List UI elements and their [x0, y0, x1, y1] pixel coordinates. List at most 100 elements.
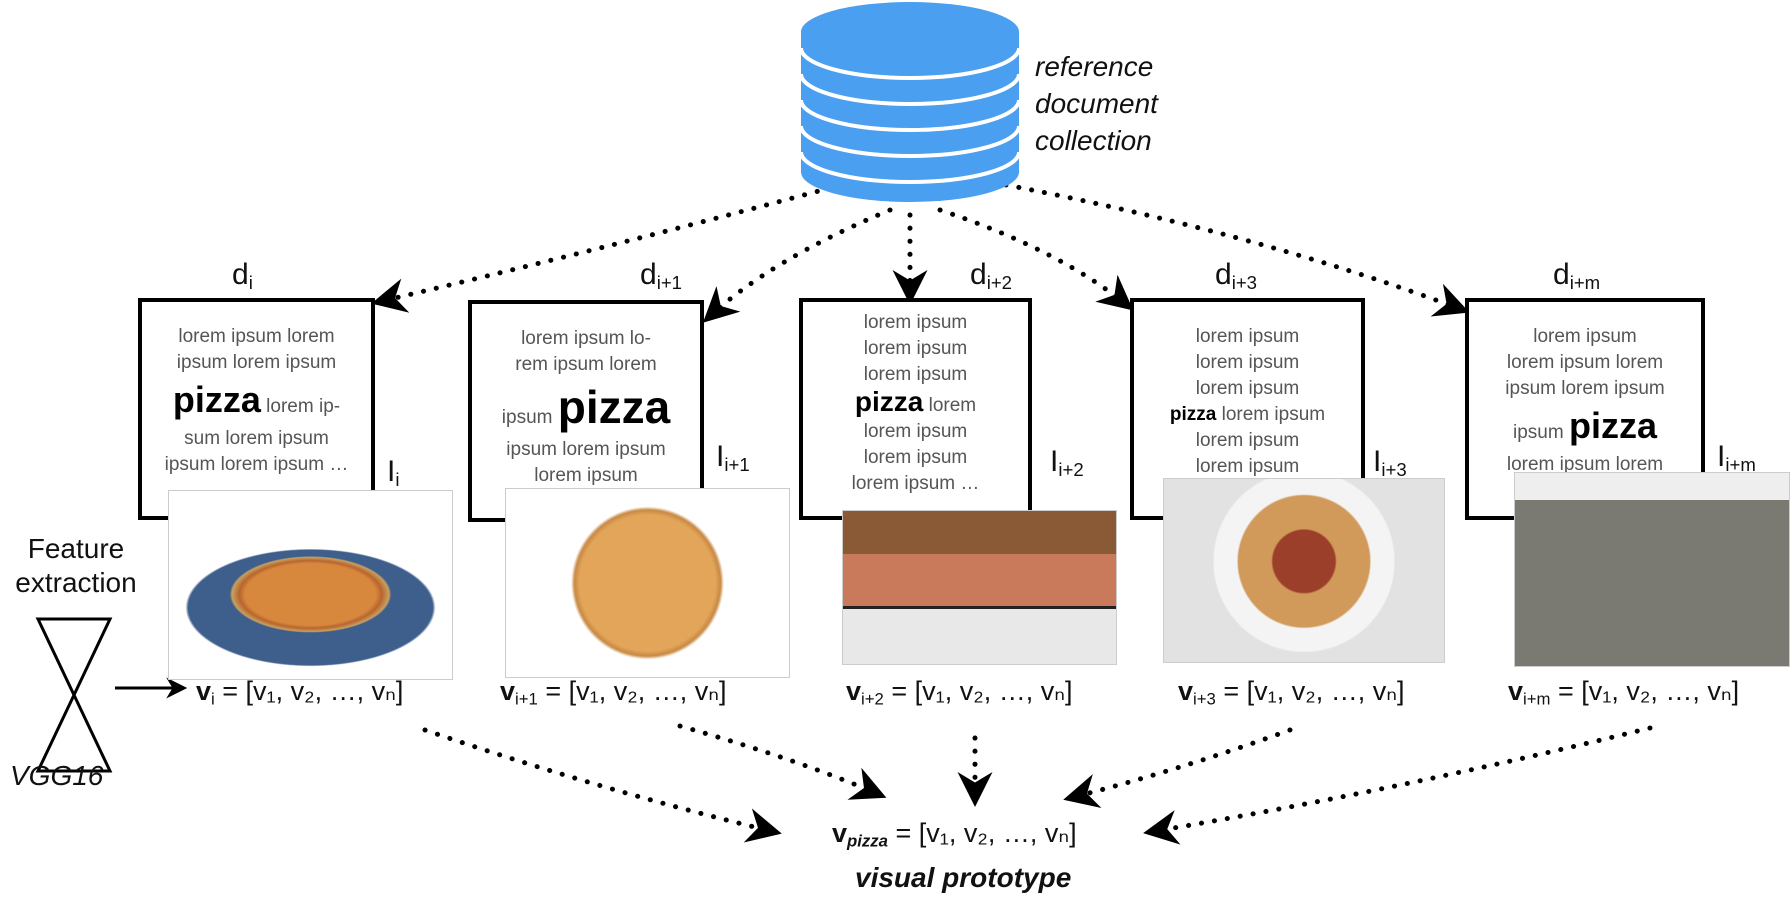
document-text-line: lorem ipsum [1134, 428, 1361, 454]
feature-vector-name: v [500, 676, 516, 706]
prototype-vector-name: v [832, 818, 848, 848]
lorem-text: lorem ipsum [534, 465, 638, 486]
keyword-pizza: pizza [854, 386, 924, 417]
lorem-text: lorem ipsum [1533, 326, 1637, 347]
feature-vector: vi+3 = [v₁, v₂, …, vₙ] [1178, 676, 1405, 710]
prototype-vector-sub: pizza [847, 831, 888, 851]
document-label: di [232, 258, 253, 294]
lorem-text: lorem ipsum [1195, 378, 1300, 399]
feature-vector: vi = [v₁, v₂, …, vₙ] [196, 676, 403, 710]
feature-vector-name: v [846, 676, 862, 706]
document-label-sub: i+3 [1231, 272, 1258, 294]
lorem-text: lorem ip- [260, 396, 341, 417]
document-text-line: ipsum pizza [472, 384, 700, 431]
database-label-line: reference [1035, 51, 1154, 82]
lorem-text: ipsum lorem ipsum [1505, 378, 1665, 399]
lorem-text: lorem ipsum [863, 447, 968, 468]
feature-vector-rhs: = [v₁, v₂, …, vₙ] [1557, 676, 1740, 706]
arrow-vec-i1-to-prototype [677, 723, 887, 800]
arrow-vec-i-to-prototype [422, 727, 782, 843]
document-label: di+3 [1215, 258, 1257, 294]
document-text-line: ipsum lorem ipsum [142, 350, 371, 376]
database-cylinder-icon [799, 2, 1021, 202]
document-label-name: d [232, 258, 249, 291]
lorem-text: ipsum lorem ipsum … [164, 454, 349, 475]
lorem-text: ipsum lorem ipsum [506, 439, 666, 460]
lorem-text: lorem ipsum lorem [178, 326, 335, 347]
document-text-line: lorem ipsum [803, 419, 1028, 445]
document-text-line: lorem ipsum [803, 336, 1028, 362]
document-text-line: lorem ipsum [803, 445, 1028, 471]
feature-extraction-label: Feature extraction [6, 532, 146, 600]
document-text-line: lorem ipsum [1469, 324, 1701, 350]
image-label-name: I [1050, 445, 1059, 478]
feature-vector-sub: i+1 [515, 689, 538, 709]
document-label-name: d [970, 258, 987, 291]
lorem-text: lorem ipsum [863, 364, 968, 385]
document-text-line: ipsum lorem ipsum [472, 437, 700, 463]
database-label-line: collection [1035, 125, 1152, 156]
lorem-text: lorem ipsum [1195, 352, 1300, 373]
document-text-line: lorem ipsum [1134, 376, 1361, 402]
arrow-db-to-doc-i1 [702, 207, 893, 323]
document-image [505, 488, 790, 678]
image-label: Ii+3 [1373, 445, 1407, 481]
document-text-line: sum lorem ipsum [142, 426, 371, 452]
feature-extraction-line: extraction [15, 567, 137, 598]
database-label-line: document [1035, 88, 1158, 119]
image-label-sub: i+1 [724, 454, 750, 476]
document-text-line: lorem ipsum lorem [1469, 452, 1701, 478]
document-text-line: lorem ipsum [472, 463, 700, 489]
document-image [168, 490, 453, 680]
image-label-name: I [1717, 440, 1726, 473]
feature-vector: vi+m = [v₁, v₂, …, vₙ] [1508, 676, 1739, 710]
lorem-text: ipsum [501, 407, 558, 428]
lorem-text: lorem ipsum lorem [1506, 352, 1664, 373]
image-label-name: I [1373, 445, 1382, 478]
feature-vector-name: v [1178, 676, 1194, 706]
image-label-sub: i [395, 469, 400, 491]
document-text-line: lorem ipsum [803, 362, 1028, 388]
feature-vector: vi+1 = [v₁, v₂, …, vₙ] [500, 676, 727, 710]
document-text-line: lorem ipsum lorem [1469, 350, 1701, 376]
document-text-line: pizza lorem [803, 388, 1028, 419]
image-label: Ii+1 [716, 440, 750, 476]
document-text-line: ipsum pizza [1469, 408, 1701, 446]
feature-vector-sub: i [211, 689, 215, 709]
feature-vector-name: v [196, 676, 212, 706]
lorem-text: lorem ipsum [1195, 456, 1300, 477]
document-text-line: ipsum lorem ipsum [1469, 376, 1701, 402]
lorem-text: lorem ipsum [863, 338, 968, 359]
image-label: Ii+2 [1050, 445, 1084, 481]
document-text-line: pizza lorem ipsum [1134, 402, 1361, 428]
lorem-text: ipsum [1513, 422, 1569, 443]
keyword-pizza: pizza [1568, 405, 1657, 446]
document-label-sub: i+1 [656, 272, 683, 294]
arrow-vec-i3-to-prototype [1063, 727, 1293, 809]
feature-vector-rhs: = [v₁, v₂, …, vₙ] [222, 676, 404, 706]
image-label-sub: i+2 [1058, 459, 1084, 481]
document-text-line: lorem ipsum … [803, 471, 1028, 497]
lorem-text: lorem ipsum [1216, 404, 1326, 425]
prototype-vector: vpizza = [v₁, v₂, …, vₙ] [832, 818, 1077, 852]
lorem-text: lorem ipsum … [851, 473, 980, 494]
document-image [842, 510, 1117, 665]
image-label-name: I [387, 455, 396, 488]
lorem-text: ipsum lorem ipsum [176, 352, 337, 373]
image-label: Ii [387, 455, 399, 491]
image-label: Ii+m [1717, 440, 1756, 476]
image-label-name: I [716, 440, 725, 473]
lorem-text: lorem [923, 395, 977, 416]
image-label-sub: i+3 [1381, 459, 1407, 481]
lorem-text: lorem ipsum lo- [521, 328, 651, 349]
document-label-name: d [1215, 258, 1232, 291]
document-label-name: d [1553, 258, 1570, 291]
feature-vector-sub: i+m [1523, 689, 1551, 709]
arrow-db-to-doc-i [371, 185, 833, 313]
keyword-pizza: pizza [1169, 404, 1217, 425]
arrow-db-to-doc-i3 [937, 207, 1134, 311]
